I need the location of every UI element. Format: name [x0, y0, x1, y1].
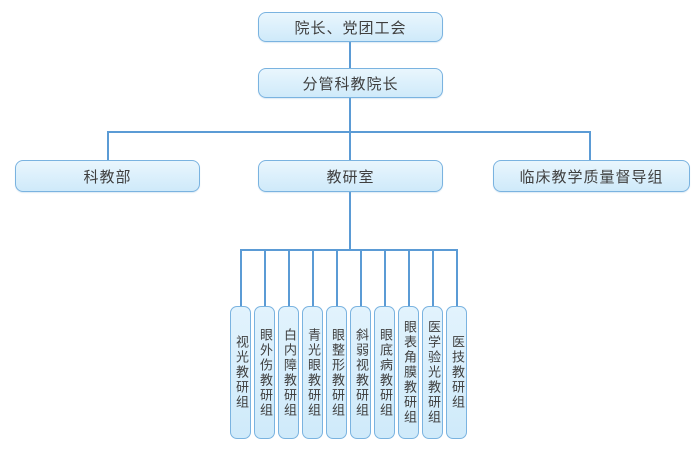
node-optometry-group: 视光教研组 [230, 306, 251, 439]
connector-drop-group-5 [336, 249, 338, 307]
node-glaucoma-group: 青光眼教研组 [302, 306, 323, 439]
connector-drop-group-10 [456, 249, 458, 307]
node-fundus-disease-group: 眼底病教研组 [374, 306, 395, 439]
connector-drop-science-education-dept [107, 131, 109, 161]
connector-drop-group-3 [288, 249, 290, 307]
node-medical-technology-group: 医技教研组 [446, 306, 467, 439]
node-medical-optometry-group: 医学验光教研组 [422, 306, 443, 439]
node-oculoplastic-group: 眼整形教研组 [326, 306, 347, 439]
connector-drop-group-7 [384, 249, 386, 307]
connector-level4-horizontal [240, 249, 458, 251]
node-clinical-teaching-quality-group: 临床教学质量督导组 [493, 160, 690, 192]
node-cataract-group: 白内障教研组 [278, 306, 299, 439]
connector-drop-clinical-quality-group [589, 131, 591, 162]
node-teaching-research-office: 教研室 [258, 160, 443, 192]
connector-drop-group-9 [432, 249, 434, 307]
connector-drop-group-6 [360, 249, 362, 307]
connector-drop-teaching-research-office [349, 131, 351, 161]
node-dean-party-union: 院长、党团工会 [258, 12, 443, 42]
node-eye-trauma-group: 眼外伤教研组 [254, 306, 275, 439]
connector-office-down [349, 192, 351, 251]
connector-root-to-level2 [349, 42, 351, 69]
connector-level2-down [349, 98, 351, 133]
connector-drop-group-4 [312, 249, 314, 307]
node-ocular-surface-cornea-group: 眼表角膜教研组 [398, 306, 419, 439]
node-vice-dean-sci-edu: 分管科教院长 [258, 68, 443, 98]
node-strabismus-amblyopia-group: 斜弱视教研组 [350, 306, 371, 439]
node-science-education-dept: 科教部 [15, 160, 200, 192]
connector-drop-group-2 [264, 249, 266, 307]
connector-drop-group-1 [240, 249, 242, 307]
connector-drop-group-8 [408, 249, 410, 307]
